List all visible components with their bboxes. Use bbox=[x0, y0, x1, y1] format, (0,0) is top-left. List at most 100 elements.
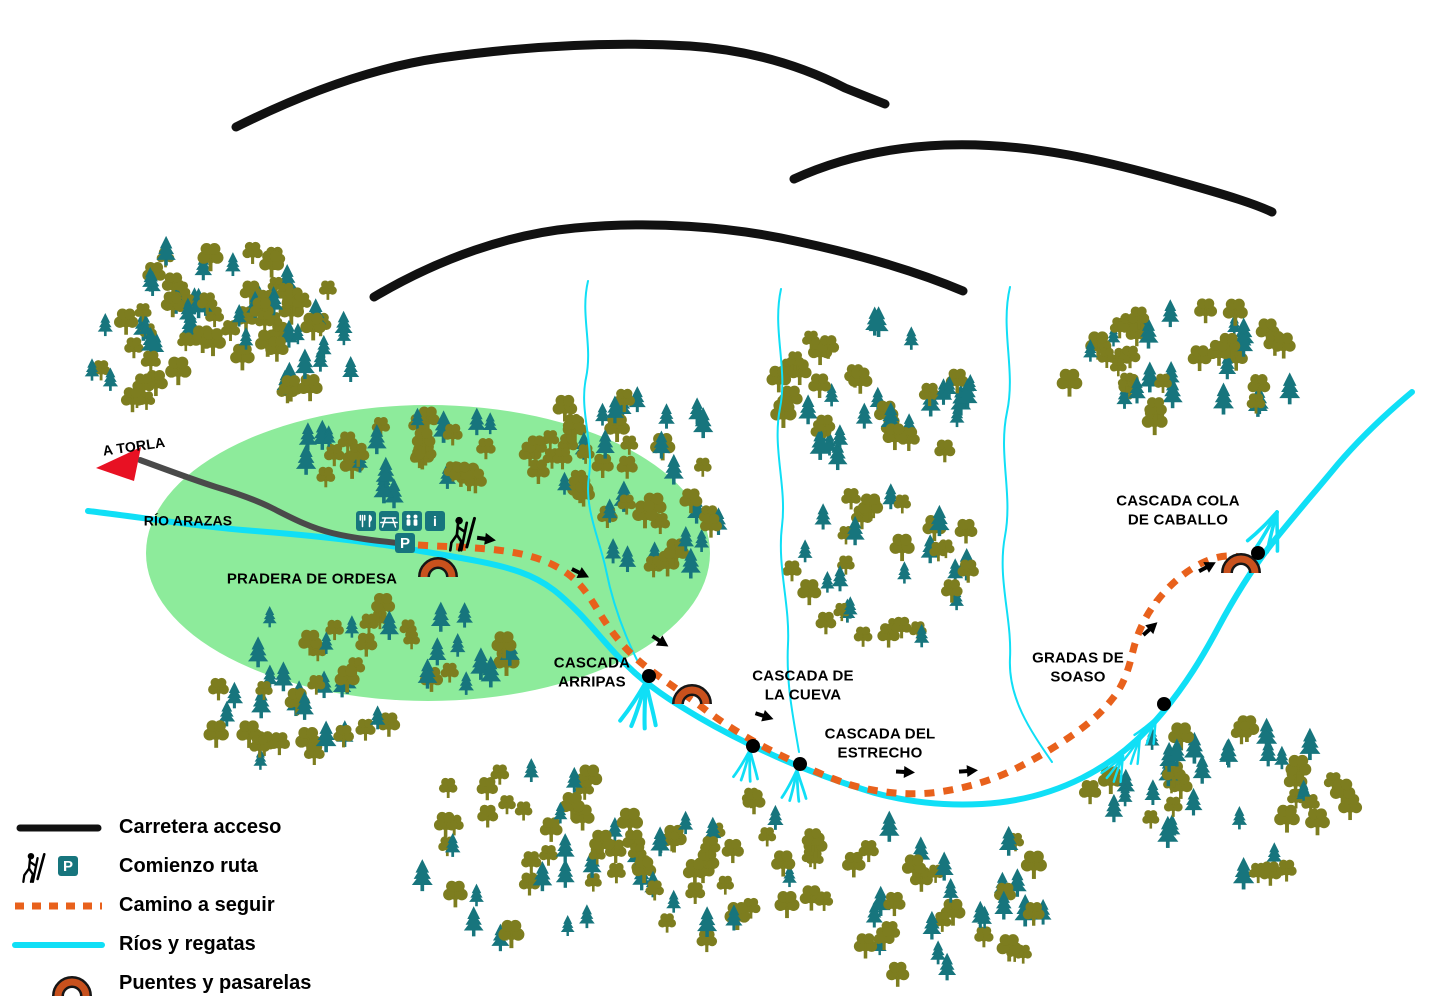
conifer-tree-icon bbox=[342, 356, 360, 382]
conifer-tree-icon bbox=[814, 503, 832, 530]
deciduous-tree-icon bbox=[220, 320, 241, 342]
deciduous-tree-icon bbox=[886, 961, 910, 987]
conifer-tree-icon bbox=[666, 889, 682, 913]
direction-arrow-icon bbox=[753, 707, 776, 725]
trail-line-icon bbox=[15, 902, 102, 909]
deciduous-tree-icon bbox=[954, 518, 978, 544]
parking-icon bbox=[395, 533, 415, 553]
deciduous-tree-icon bbox=[208, 677, 229, 701]
deciduous-tree-icon bbox=[842, 851, 866, 878]
deciduous-tree-icon bbox=[1194, 298, 1218, 324]
info-letter: i bbox=[433, 513, 437, 529]
info-icon: i bbox=[425, 511, 445, 531]
toilets-icon bbox=[402, 511, 422, 531]
mountain-ridge-icon bbox=[789, 140, 1277, 217]
deciduous-tree-icon bbox=[815, 611, 837, 635]
conifer-tree-icon bbox=[463, 906, 484, 937]
deciduous-tree-icon bbox=[165, 356, 192, 386]
tributary-stream bbox=[1001, 286, 1053, 763]
conifer-tree-icon bbox=[523, 758, 540, 783]
conifer-tree-icon bbox=[820, 571, 835, 593]
deciduous-tree-icon bbox=[929, 541, 948, 562]
bridge-icon bbox=[1221, 553, 1261, 574]
deciduous-tree-icon bbox=[716, 875, 735, 895]
deciduous-tree-icon bbox=[268, 732, 291, 756]
deciduous-tree-icon bbox=[1276, 859, 1297, 882]
deciduous-tree-icon bbox=[797, 579, 822, 606]
conifer-tree-icon bbox=[1279, 372, 1301, 405]
legend-item-start: Comienzo ruta bbox=[12, 847, 352, 886]
conifer-tree-icon bbox=[225, 252, 241, 277]
deciduous-tree-icon bbox=[177, 332, 195, 352]
bridge-icon bbox=[672, 684, 712, 705]
deciduous-tree-icon bbox=[1274, 804, 1300, 833]
deciduous-tree-icon bbox=[333, 724, 354, 748]
deciduous-tree-icon bbox=[721, 838, 744, 864]
deciduous-tree-icon bbox=[606, 862, 626, 884]
deciduous-tree-icon bbox=[758, 827, 777, 847]
deciduous-tree-icon bbox=[162, 293, 184, 318]
legend-label-start: Comienzo ruta bbox=[119, 855, 258, 877]
deciduous-tree-icon bbox=[249, 735, 271, 758]
bridge-arc-icon bbox=[52, 975, 92, 997]
deciduous-tree-icon bbox=[300, 312, 327, 341]
deciduous-tree-icon bbox=[1305, 808, 1330, 836]
conifer-tree-icon bbox=[555, 833, 575, 863]
deciduous-tree-icon bbox=[514, 801, 533, 821]
label-cascada-cola-de-caballo: CASCADA COLA DE CABALLO bbox=[1116, 492, 1240, 528]
deciduous-tree-icon bbox=[1163, 796, 1183, 817]
restaurant-icon bbox=[356, 511, 376, 531]
deciduous-tree-icon bbox=[1142, 810, 1160, 829]
legend: Carretera acceso Comienzo ruta Camino a … bbox=[12, 808, 352, 1003]
deciduous-tree-icon bbox=[1020, 850, 1047, 879]
conifer-tree-icon bbox=[897, 561, 912, 584]
legend-label-river: Ríos y regatas bbox=[119, 933, 256, 955]
deciduous-tree-icon bbox=[685, 882, 706, 904]
mountain-ridge-icon bbox=[231, 39, 890, 132]
mountain-ridge-icon bbox=[369, 220, 968, 302]
river-line-icon bbox=[12, 941, 105, 948]
conifer-tree-icon bbox=[797, 539, 813, 563]
picnic-area-icon bbox=[379, 511, 399, 531]
deciduous-tree-icon bbox=[853, 933, 878, 959]
deciduous-tree-icon bbox=[438, 777, 458, 798]
route-start-icon bbox=[22, 851, 78, 883]
conifer-tree-icon bbox=[1104, 793, 1124, 823]
waterfall-dot bbox=[746, 739, 760, 753]
conifer-tree-icon bbox=[469, 883, 484, 907]
deciduous-tree-icon bbox=[140, 350, 161, 373]
deciduous-tree-icon bbox=[645, 880, 664, 901]
conifer-tree-icon bbox=[1231, 806, 1248, 830]
deciduous-tree-icon bbox=[230, 343, 255, 371]
access-road bbox=[137, 457, 410, 547]
label-gradas-de-soaso: GRADAS DE SOASO bbox=[1032, 649, 1124, 685]
conifer-tree-icon bbox=[767, 804, 784, 830]
deciduous-tree-icon bbox=[883, 891, 906, 917]
conifer-tree-icon bbox=[560, 914, 575, 937]
trail-path bbox=[417, 541, 1248, 798]
deciduous-tree-icon bbox=[539, 817, 563, 842]
legend-item-trail: Camino a seguir bbox=[12, 886, 352, 925]
deciduous-tree-icon bbox=[443, 880, 468, 908]
direction-arrow-icon bbox=[958, 764, 979, 778]
deciduous-tree-icon bbox=[815, 891, 834, 911]
deciduous-tree-icon bbox=[259, 250, 284, 278]
deciduous-tree-icon bbox=[265, 336, 289, 362]
deciduous-tree-icon bbox=[124, 337, 144, 359]
legend-item-river: Ríos y regatas bbox=[12, 925, 352, 964]
conifer-tree-icon bbox=[97, 312, 113, 337]
legend-label-trail: Camino a seguir bbox=[119, 894, 275, 916]
deciduous-tree-icon bbox=[114, 308, 139, 335]
waterfall-dot bbox=[1157, 697, 1171, 711]
tributary-stream bbox=[776, 288, 800, 753]
waterfall-dot bbox=[1251, 546, 1265, 560]
legend-item-road: Carretera acceso bbox=[12, 808, 352, 847]
deciduous-tree-icon bbox=[774, 890, 800, 919]
deciduous-tree-icon bbox=[693, 457, 712, 477]
deciduous-tree-icon bbox=[853, 626, 873, 647]
deciduous-tree-icon bbox=[957, 559, 979, 583]
deciduous-tree-icon bbox=[242, 241, 263, 264]
waterfall-dot bbox=[642, 669, 656, 683]
deciduous-tree-icon bbox=[120, 387, 145, 413]
